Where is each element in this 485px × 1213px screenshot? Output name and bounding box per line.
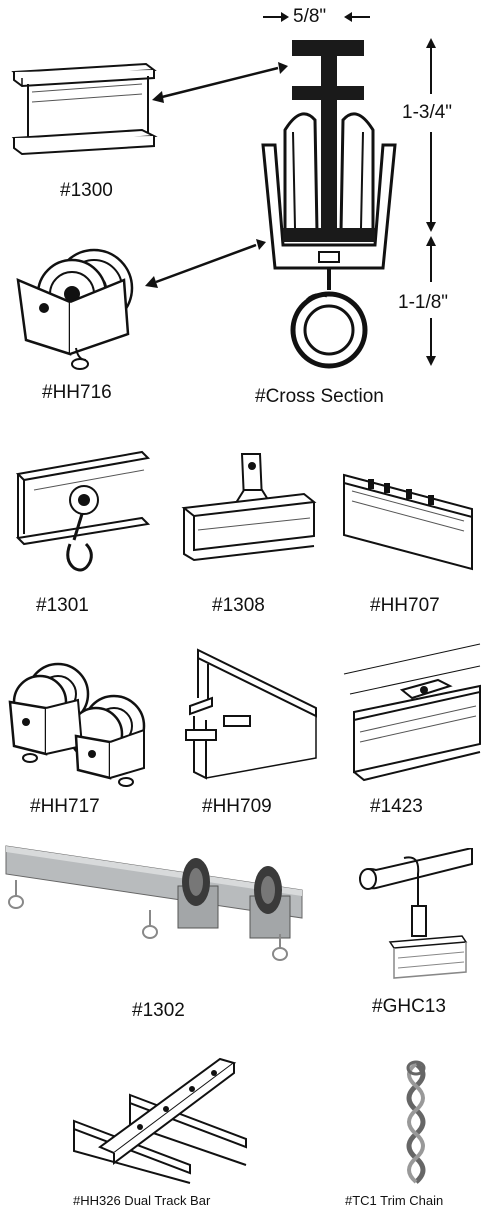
track-1300-drawing — [8, 62, 158, 162]
lower-height-dimension-label: 1-1/8" — [398, 292, 449, 313]
part-label-tc1: #TC1 Trim Chain — [345, 1193, 444, 1208]
end-stop-hh709-drawing — [176, 646, 326, 786]
dual-track-bar-hh326-drawing — [70, 1055, 270, 1185]
part-label-cross-section: #Cross Section — [255, 386, 384, 407]
part-label-1302: #1302 — [132, 1000, 185, 1021]
part-label-hh709: #HH709 — [202, 796, 272, 817]
hook-ghc13-drawing — [354, 848, 474, 988]
track-1302-drawing — [0, 838, 310, 968]
trolley-hh717-drawing — [6, 650, 156, 790]
pointer-arrows — [145, 62, 288, 288]
part-label-hh326: #HH326 Dual Track Bar — [73, 1193, 211, 1208]
part-label-1308: #1308 — [212, 595, 265, 616]
part-label-1300: #1300 — [60, 180, 113, 201]
part-label-hh716: #HH716 — [42, 382, 112, 403]
splice-hh707-drawing — [340, 455, 480, 575]
width-dimension-label: 5/8" — [293, 6, 327, 27]
upper-height-dimension-label: 1-3/4" — [402, 102, 453, 123]
part-label-1301: #1301 — [36, 595, 89, 616]
part-label-hh707: #HH707 — [370, 595, 440, 616]
part-label-hh717: #HH717 — [30, 796, 100, 817]
part-label-1423: #1423 — [370, 796, 423, 817]
cross-section-drawing — [255, 0, 485, 380]
clip-1423-drawing — [340, 640, 485, 790]
part-label-ghc13: #GHC13 — [372, 996, 446, 1017]
trolley-1301-drawing — [14, 448, 154, 578]
trim-chain-tc1-drawing — [392, 1060, 442, 1190]
trolley-hh716-drawing — [12, 236, 142, 376]
ceiling-clip-1308-drawing — [180, 450, 320, 570]
